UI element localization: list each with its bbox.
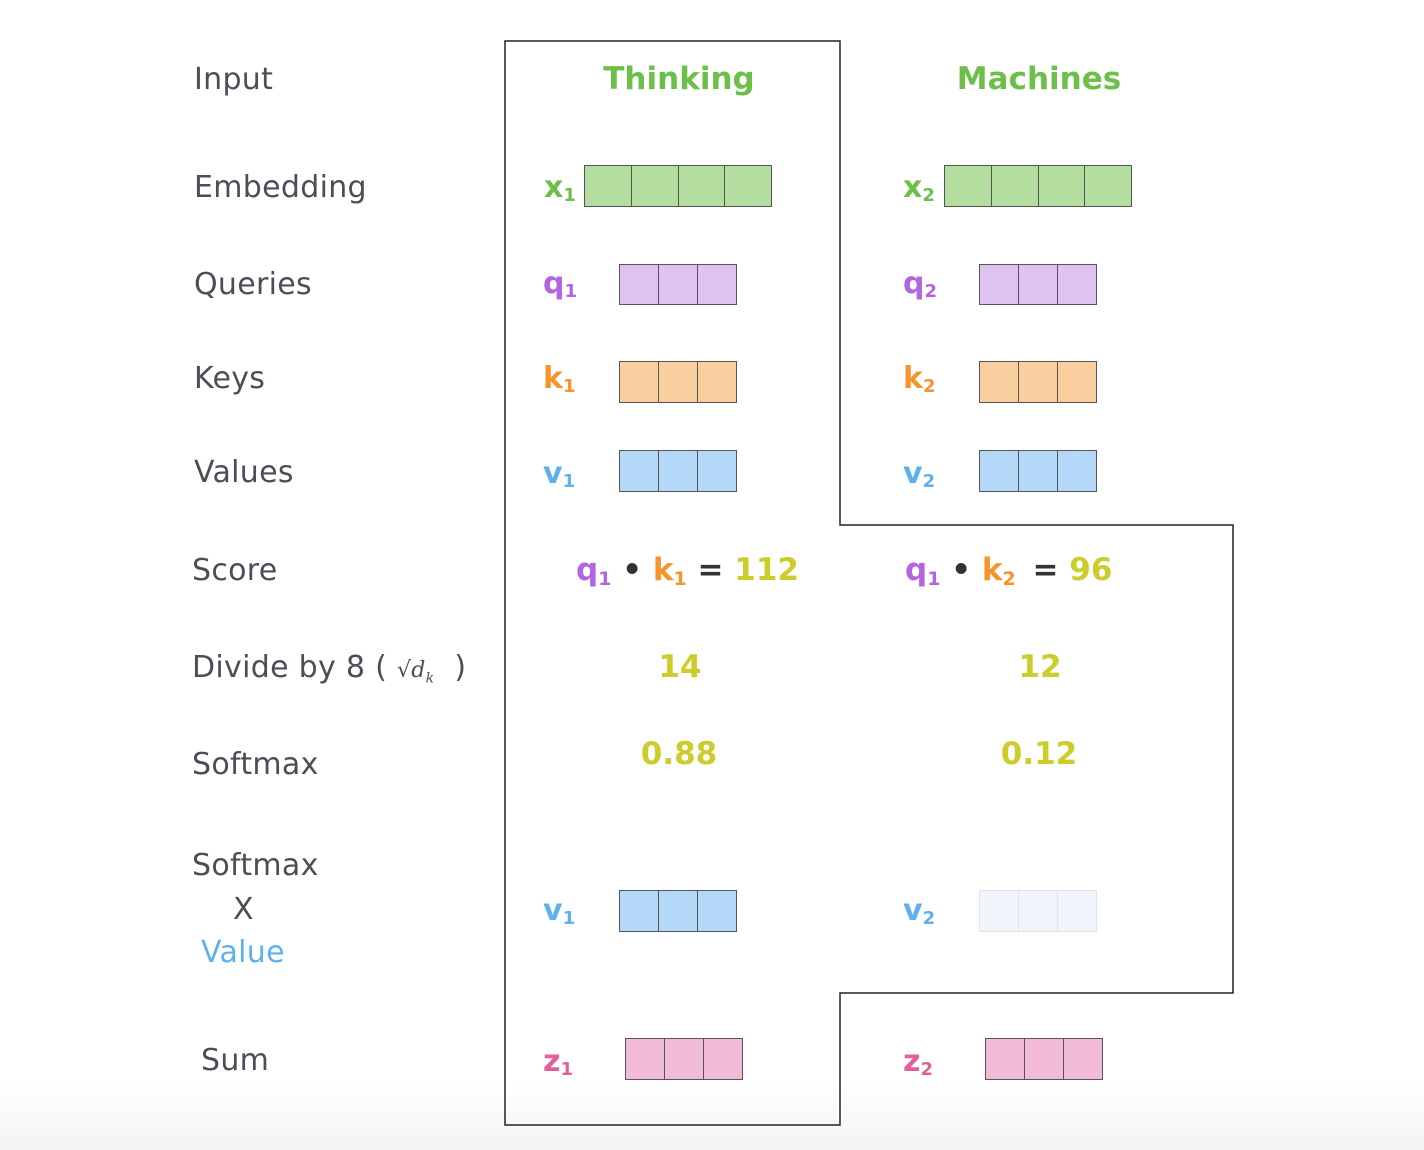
row-label-divide: Divide by 8 ( √dk ) (192, 650, 466, 686)
embedding-vector-x2 (944, 165, 1132, 207)
divided-score-machines: 12 (1018, 649, 1062, 685)
row-label-softmax-x-value-2: X (233, 892, 254, 927)
score-left-dot: • (622, 552, 643, 588)
score-left-eq: = (697, 552, 724, 588)
row-label-score: Score (192, 553, 278, 588)
q1-label: q1 (543, 266, 578, 302)
score-right-k: k2 (981, 552, 1016, 590)
word-machines: Machines (956, 61, 1122, 97)
softmax-machines: 0.12 (1000, 736, 1078, 772)
key-vector-k1 (619, 361, 737, 403)
row-label-sum: Sum (201, 1043, 270, 1078)
divide-suffix: ) (454, 650, 467, 685)
row-label-queries: Queries (194, 267, 312, 302)
output-vector-z1 (625, 1038, 743, 1080)
z2-label: z2 (903, 1044, 933, 1080)
x1-label: x1 (544, 170, 576, 206)
score-equation-left: q1 • k1 = 112 (576, 552, 799, 590)
weighted-value-vector-v1 (619, 890, 737, 932)
k1-label: k1 (543, 361, 576, 397)
word-thinking: Thinking (603, 61, 755, 97)
query-vector-q1 (619, 264, 737, 305)
value-vector-v1 (619, 450, 737, 492)
row-label-keys: Keys (194, 361, 266, 396)
weighted-v2-label: v2 (903, 893, 936, 929)
row-label-softmax-x-value-1: Softmax (192, 848, 319, 883)
sqrt-subscript: k (425, 670, 435, 687)
softmax-thinking: 0.88 (640, 736, 718, 772)
row-label-embedding: Embedding (194, 170, 367, 205)
query-vector-q2 (979, 264, 1097, 305)
value-vector-v2 (979, 450, 1097, 492)
score-equation-right: q1 • k2 = 96 (905, 552, 1112, 590)
v2-label: v2 (903, 456, 936, 492)
row-label-softmax-x-value-3: Value (201, 935, 285, 970)
score-right-eq: = (1032, 552, 1059, 588)
z1-label: z1 (543, 1044, 573, 1080)
weighted-v1-label: v1 (543, 893, 576, 929)
score-right-dot: • (951, 552, 972, 588)
sqrt-symbol: √d (396, 658, 426, 683)
k2-label: k2 (903, 361, 936, 397)
score-left-value: 112 (734, 552, 800, 588)
score-right-q: q1 (905, 552, 941, 590)
score-left-q: q1 (576, 552, 612, 590)
row-label-values: Values (194, 455, 294, 490)
output-vector-z2 (985, 1038, 1103, 1080)
divide-prefix: Divide by 8 ( (192, 650, 388, 685)
sqrt-dk-formula: √dk (396, 658, 435, 687)
weighted-value-vector-v2 (979, 890, 1097, 932)
row-label-softmax: Softmax (192, 747, 319, 782)
key-vector-k2 (979, 361, 1097, 403)
q2-label: q2 (903, 266, 938, 302)
x2-label: x2 (903, 170, 935, 206)
score-right-value: 96 (1069, 552, 1113, 588)
row-label-input: Input (194, 62, 274, 97)
embedding-vector-x1 (584, 165, 772, 207)
v1-label: v1 (543, 456, 576, 492)
divided-score-thinking: 14 (658, 649, 702, 685)
score-left-k: k1 (652, 552, 687, 590)
